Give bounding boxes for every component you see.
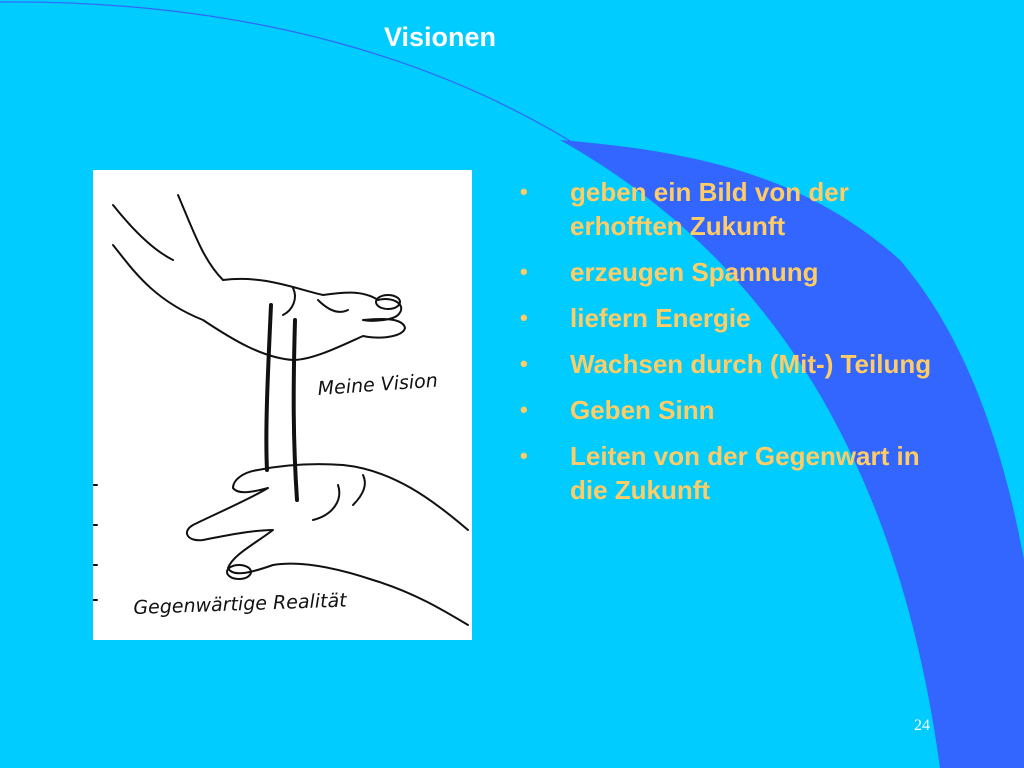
hands-rubberband-illustration: Meine Vision Gegenwärtige Realität	[93, 170, 472, 640]
bullet-dot: •	[520, 397, 528, 422]
bullet-text: geben ein Bild von der erhofften Zukunft	[570, 177, 849, 241]
hands-drawing	[93, 194, 469, 626]
thin-arc-line	[0, 1, 601, 161]
bullet-dot: •	[520, 305, 528, 330]
page-number: 24	[914, 717, 930, 734]
bullet-text: liefern Energie	[570, 303, 751, 333]
bullet-text: Leiten von der Gegenwart in die Zukunft	[570, 441, 920, 505]
bullet-dot: •	[520, 443, 528, 468]
bullet-text: erzeugen Spannung	[570, 257, 819, 287]
rubberband	[264, 303, 273, 472]
bullet-item: • geben ein Bild von der erhofften Zukunf…	[520, 175, 960, 243]
bullet-item: • Leiten von der Gegenwart in die Zukunft	[520, 439, 960, 507]
bullet-dot: •	[520, 351, 528, 376]
bullet-item: • Geben Sinn	[520, 393, 960, 427]
lower-hand-outline	[185, 463, 469, 626]
bullet-text: Geben Sinn	[570, 395, 715, 425]
bullet-item: • erzeugen Spannung	[520, 255, 960, 289]
upper-hand-outline	[112, 194, 406, 361]
bullet-dot: •	[520, 179, 528, 204]
slide-title: Visionen	[383, 22, 497, 52]
bullet-item: • Wachsen durch (Mit-) Teilung	[520, 347, 960, 381]
bullet-list: • geben ein Bild von der erhofften Zukunf…	[520, 175, 960, 519]
bullet-item: • liefern Energie	[520, 301, 960, 335]
bullet-dot: •	[520, 259, 528, 284]
accent-curve-shape	[560, 140, 1024, 768]
bullet-text: Wachsen durch (Mit-) Teilung	[570, 349, 932, 379]
